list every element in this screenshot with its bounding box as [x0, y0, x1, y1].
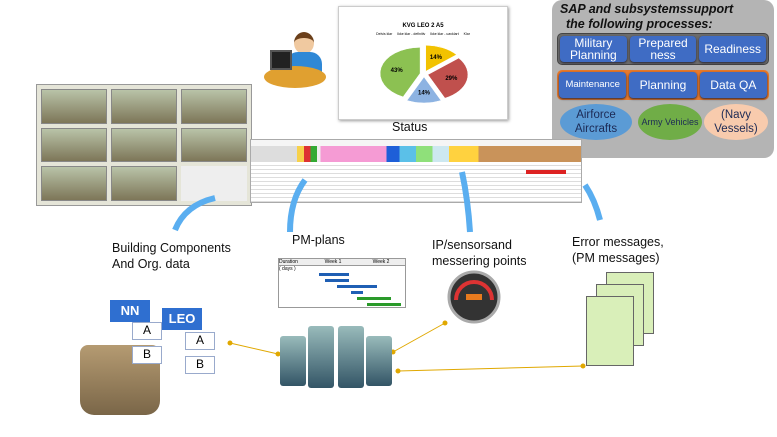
org-structure-icon: NN LEO A A B B: [110, 300, 230, 380]
vehicle-photo: [41, 166, 107, 201]
process-preparedness: Prepared ness: [629, 36, 697, 62]
gantt-header: ( days ): [279, 266, 296, 272]
process-row-1: Military Planning Prepared ness Readines…: [557, 33, 769, 65]
arrow-icon: [459, 171, 473, 233]
arrow-icon: [582, 183, 603, 221]
process-readiness: Readiness: [699, 36, 767, 62]
legend-item: Ikke klar - definitiv: [397, 32, 426, 36]
b-box: B: [132, 346, 162, 364]
slice-label: 14%: [418, 91, 431, 97]
process-data-qa: Data QA: [699, 72, 767, 98]
vehicle-photo: [41, 89, 107, 124]
slice-label: 43%: [391, 68, 404, 74]
vehicle-photo: [181, 89, 247, 124]
legend-item: Klar: [463, 32, 470, 36]
status-label: Status: [392, 120, 428, 134]
a-box: A: [132, 322, 162, 340]
process-planning: Planning: [629, 72, 697, 98]
pie-slice: [379, 47, 421, 98]
nn-box: NN: [110, 300, 150, 322]
vehicle-photo: [181, 127, 247, 163]
documents-icon: [582, 272, 660, 372]
server-cluster-icon: [280, 322, 392, 390]
slice-label: 29%: [445, 76, 458, 82]
leo-box: LEO: [162, 308, 202, 330]
pm-plans-label: PM-plans: [292, 233, 345, 247]
domain-airforce: Airforce Aircrafts: [560, 104, 632, 140]
a-box: A: [185, 332, 215, 350]
pie-slice: [425, 45, 457, 72]
ip-sensors-label: IP/sensorsand messering points: [432, 238, 527, 268]
connector-lines: [229, 322, 584, 372]
pie-slice: [427, 57, 469, 99]
process-row-2: Maintenance Planning Data QA: [557, 70, 769, 100]
vehicle-photo: [111, 166, 177, 201]
pie-svg: 14% 29% 14% 43%: [379, 45, 469, 104]
gantt-header: Week 2: [372, 259, 390, 265]
gantt-header: Duration: [279, 259, 298, 265]
vehicle-photo-grid: [36, 84, 252, 206]
status-pie-chart: KVG LEO 2 A5 Delvis klar Ikke klar - defi…: [338, 6, 508, 120]
legend-item: Delvis klar: [376, 32, 393, 36]
spreadsheet-screenshot: [250, 139, 582, 203]
gantt-header: Week 1: [324, 259, 342, 265]
b-box: B: [185, 356, 215, 374]
chart-legend: Delvis klar Ikke klar - definitiv Ikke kla…: [339, 32, 507, 36]
arrow-icon: [287, 178, 308, 233]
building-components-label: Building Components And Org. data: [112, 241, 231, 271]
process-military-planning: Military Planning: [560, 36, 627, 62]
chart-title: KVG LEO 2 A5: [402, 23, 444, 29]
vehicle-photo: [111, 127, 177, 163]
vehicle-photo: [41, 127, 107, 163]
arrow-icon: [172, 195, 216, 232]
gantt-chart: Duration Week 1 Week 2 ( days ): [278, 258, 406, 308]
domain-navy: (Navy Vessels): [704, 104, 768, 140]
error-messages-label: Error messages, (PM messages): [572, 235, 664, 265]
pie-slice: [406, 76, 442, 104]
gauge-icon: [447, 270, 501, 324]
legend-item: Ikke klar - uavklart: [430, 32, 459, 36]
vehicle-photo: [111, 89, 177, 124]
process-maintenance: Maintenance: [559, 72, 627, 98]
domain-army: Army Vehicles: [638, 104, 702, 140]
user-at-desk-icon: [264, 32, 326, 90]
slice-label: 14%: [430, 55, 443, 61]
